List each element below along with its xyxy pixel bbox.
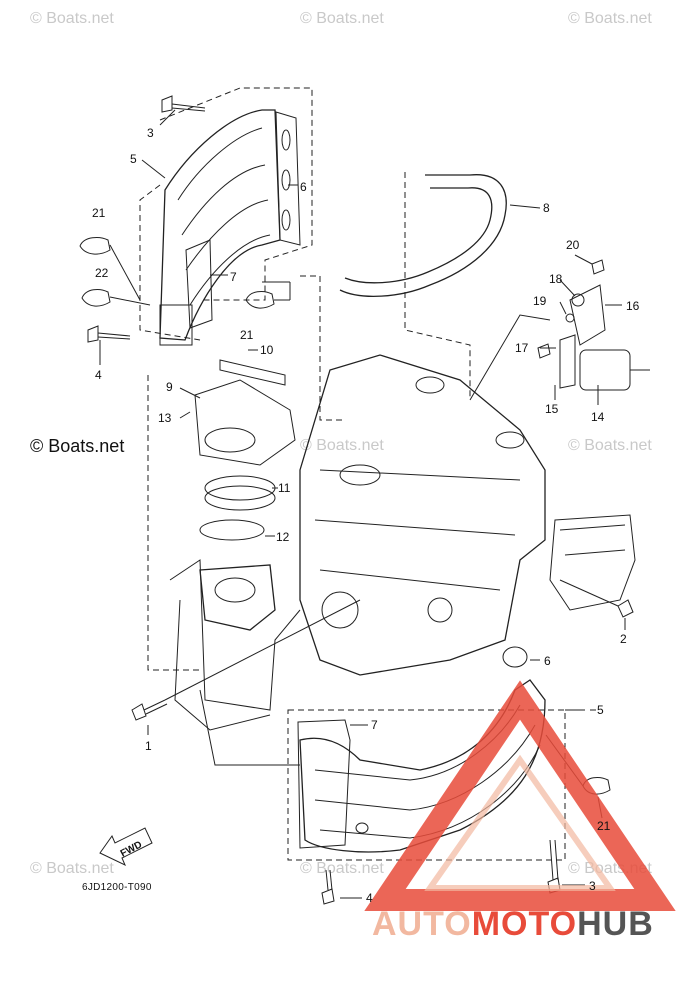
callout-6-top: 6	[300, 180, 307, 194]
callout-1: 1	[145, 739, 152, 753]
automotohub-logo-icon	[364, 680, 676, 911]
callout-5-top: 5	[130, 152, 137, 166]
callout-16: 16	[626, 299, 640, 313]
callout-11: 11	[278, 481, 291, 495]
callout-21-mid: 21	[240, 328, 254, 342]
watermark-bottom-left: © Boats.net	[30, 860, 114, 877]
brand-logo-text: AUTOMOTOHUB	[372, 905, 654, 944]
callout-4-top: 4	[95, 368, 102, 382]
callout-21-bottom: 21	[597, 819, 611, 833]
watermark-mid-center: © Boats.net	[300, 437, 384, 454]
watermark-top-right: © Boats.net	[568, 10, 652, 27]
callout-13: 13	[158, 411, 172, 425]
callout-19: 19	[533, 294, 547, 308]
callout-7-bottom: 7	[371, 718, 378, 732]
callout-7-top: 7	[230, 270, 237, 284]
brand-part-hub: HUB	[577, 905, 654, 943]
callout-18: 18	[549, 272, 563, 286]
watermark-top-left: © Boats.net	[30, 10, 114, 27]
callout-12: 12	[276, 530, 290, 544]
callout-4-bottom: 4	[366, 891, 373, 905]
callout-6-bottom: 6	[544, 654, 551, 668]
callout-22: 22	[95, 266, 109, 280]
brand-part-moto: MOTO	[471, 905, 578, 943]
callout-17: 17	[515, 341, 529, 355]
callout-2: 2	[620, 632, 627, 646]
callout-14: 14	[591, 410, 605, 424]
callout-3-bottom: 3	[589, 879, 596, 893]
callout-5-bottom: 5	[597, 703, 604, 717]
callout-9: 9	[166, 380, 173, 394]
watermark-mid-left: © Boats.net	[30, 436, 125, 456]
callout-10: 10	[260, 343, 274, 357]
diagram-code: 6JD1200-T090	[82, 882, 152, 893]
callout-20: 20	[566, 238, 580, 252]
forward-arrow-icon	[99, 827, 153, 867]
watermark-bottom-center: © Boats.net	[300, 860, 384, 877]
watermark-mid-right: © Boats.net	[568, 437, 652, 454]
callout-15: 15	[545, 402, 559, 416]
brand-part-auto: AUTO	[372, 905, 472, 943]
callout-21-top: 21	[92, 206, 106, 220]
callout-3-top: 3	[147, 126, 154, 140]
watermark-top-center: © Boats.net	[300, 10, 384, 27]
callout-8: 8	[543, 201, 550, 215]
